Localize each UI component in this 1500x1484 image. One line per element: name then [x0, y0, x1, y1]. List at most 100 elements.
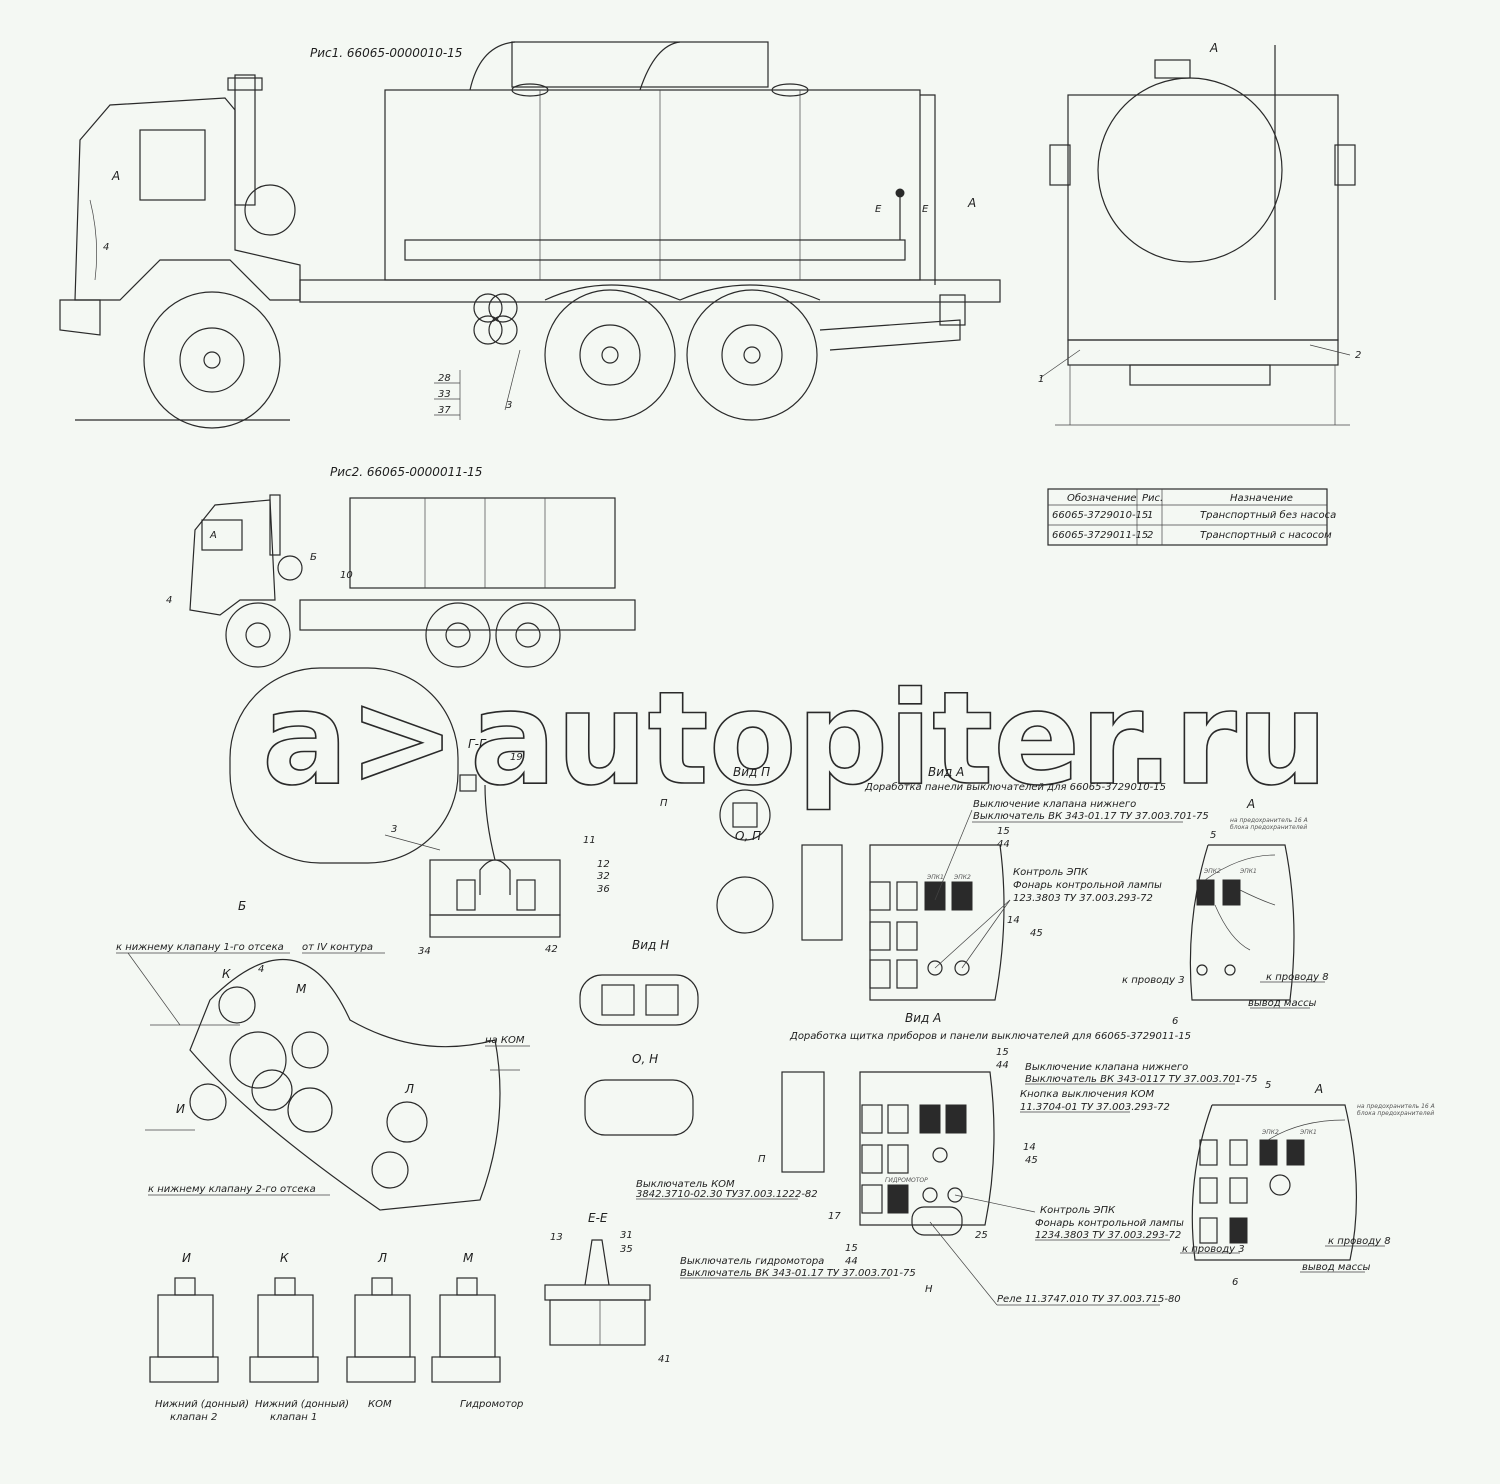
valve-caption: клапан 2: [170, 1412, 217, 1423]
fig2-cab-a: А: [209, 530, 217, 541]
epk-control-label: Контроль ЭПК: [1040, 1205, 1116, 1216]
front-view-title: А: [1209, 41, 1218, 55]
ground-label: вывод массы: [1302, 1262, 1371, 1273]
callout-5: 5: [1265, 1080, 1271, 1091]
view-a2-subtitle: Доработка щитка приборов и панели выключ…: [789, 1030, 1191, 1042]
to-wire-8-label: к проводу 8: [1328, 1236, 1391, 1247]
callout-45: 45: [1030, 928, 1043, 939]
to-wire-8-label: к проводу 8: [1266, 972, 1329, 983]
valve-k: К Нижний (донный) клапан 1: [249, 1251, 349, 1423]
table-cell: 66065-3729010-15: [1052, 510, 1148, 521]
callout-32: 32: [597, 871, 610, 882]
fig2-callout-10: 10: [340, 570, 353, 581]
truck-side-view-fig1: [59, 41, 1001, 429]
callout-12: 12: [597, 859, 610, 870]
switch-spec: Выключатель ВК 343-0117 ТУ 37.003.701-75: [1025, 1074, 1258, 1085]
callout-6: 6: [1232, 1277, 1238, 1288]
hydromotor-label: ГИДРОМОТОР: [885, 1177, 928, 1184]
wiring-a2: А на предохранитель 16 А блока предохран…: [1180, 1080, 1435, 1288]
valve-off-label: Выключение клапана нижнего: [973, 799, 1136, 810]
table-header: Обозначение: [1067, 492, 1136, 504]
epk2-label: ЭПК2: [1203, 868, 1221, 875]
view-a2-title: Вид А: [905, 1011, 941, 1025]
valve-caption: Нижний (донный): [255, 1399, 349, 1410]
callout-14: 14: [1007, 915, 1020, 926]
ground-label: вывод массы: [1248, 998, 1317, 1009]
callout-14: 14: [1023, 1142, 1036, 1153]
callout-5: 5: [1210, 830, 1216, 841]
to-valve-1-label: к нижнему клапану 1-го отсека: [116, 942, 284, 953]
fig1-labels: Рис1. 66065-0000010-15 А Е Е А 4 28 33 3…: [103, 46, 976, 416]
hydro-switch-label: Выключатель гидромотора: [680, 1256, 824, 1267]
callout-41: 41: [658, 1354, 671, 1365]
valve-l: Л КОМ: [346, 1251, 416, 1410]
section-title: Е-Е: [588, 1211, 608, 1225]
fuse-note: на предохранитель 16 А: [1357, 1103, 1435, 1110]
epk-control-label: Контроль ЭПК: [1013, 867, 1089, 878]
from-circuit-label: от IV контура: [302, 942, 373, 953]
lamp-code: 123.3803 ТУ 37.003.293-72: [1013, 893, 1153, 904]
switch-spec: Выключатель ВК 343-01.17 ТУ 37.003.701-7…: [973, 811, 1209, 822]
table-cell: Транспортный без насоса: [1200, 509, 1336, 521]
fig1-title: Рис1. 66065-0000010-15: [310, 46, 462, 60]
lamp-label: Фонарь контрольной лампы: [1035, 1218, 1184, 1229]
section-e-right: Е: [922, 204, 929, 215]
valve-caption: КОМ: [368, 1399, 392, 1410]
callout-4: 4: [103, 242, 109, 253]
callout-15: 15: [997, 826, 1010, 837]
k-label: К: [222, 967, 231, 981]
view-a1-panel: Вид А Доработка панели выключателей для …: [801, 765, 1209, 1001]
view-p-arrow: П: [660, 798, 668, 809]
hydro-switch-code: Выключатель ВК 343-01.17 ТУ 37.003.701-7…: [680, 1268, 916, 1279]
callout-6: 6: [1172, 1016, 1178, 1027]
valve-i: И Нижний (донный) клапан 2: [149, 1251, 249, 1423]
epk2-label: ЭПК2: [953, 874, 971, 881]
callout-37: 37: [438, 405, 451, 416]
view-a-arrow-label: А: [967, 196, 976, 210]
valve-off-label: Выключение клапана нижнего: [1025, 1062, 1188, 1073]
table-header: Рис.: [1142, 493, 1163, 504]
m-label: М: [296, 982, 307, 996]
callout-44: 44: [845, 1256, 858, 1267]
callout-4: 4: [258, 964, 264, 975]
l-label: Л: [404, 1082, 414, 1096]
fuse-note: на предохранитель 16 А: [1230, 817, 1308, 824]
section-e-left: Е: [875, 204, 882, 215]
callout-33: 33: [438, 389, 451, 400]
callout-15: 15: [996, 1047, 1009, 1058]
table-header: Назначение: [1230, 493, 1293, 504]
fuse-note: блока предохранителей: [1357, 1110, 1434, 1117]
callout-2: 2: [1355, 350, 1361, 361]
to-wire-3-label: к проводу 3: [1182, 1244, 1245, 1255]
n-label: Н: [925, 1284, 933, 1295]
lamp-label: Фонарь контрольной лампы: [1013, 880, 1162, 891]
callout-35: 35: [620, 1244, 633, 1255]
fig2-view-b: Б: [310, 552, 317, 563]
to-valve-2-label: к нижнему клапану 2-го отсека: [148, 1184, 316, 1195]
table-cell: 1: [1147, 510, 1153, 521]
view-a1-title: Вид А: [928, 765, 964, 779]
epk1-label: ЭПК1: [926, 874, 944, 881]
callout-36: 36: [597, 884, 610, 895]
epk1-label: ЭПК1: [1299, 1129, 1317, 1136]
callout-45: 45: [1025, 1155, 1038, 1166]
view-n: Вид Н О, Н: [579, 938, 699, 1136]
watermark: a> autopiter.ru: [229, 664, 1329, 864]
callout-17: 17: [828, 1211, 841, 1222]
section-e-e: Е-Е 13 31 35 41: [544, 1211, 671, 1365]
lamp-code: 1234.3803 ТУ 37.003.293-72: [1035, 1230, 1181, 1241]
valve-views: И Нижний (донный) клапан 2 К Нижний (дон…: [149, 1251, 523, 1423]
kom-button-code: 11.3704-01 ТУ 37.003.293-72: [1020, 1102, 1170, 1113]
epk1-label: ЭПК1: [1239, 868, 1257, 875]
valve-caption: клапан 1: [270, 1412, 317, 1423]
table-cell: 66065-3729011-15: [1052, 530, 1148, 541]
wiring-a2-title: А: [1314, 1082, 1323, 1096]
callout-42: 42: [545, 944, 558, 955]
section-title: Г-Г: [468, 737, 487, 751]
variant-table: Обозначение Рис. Назначение 66065-372901…: [1047, 488, 1336, 546]
truck-front-view: А 1 2: [1038, 41, 1361, 426]
callout-13: 13: [550, 1232, 563, 1243]
view-a2-panel: Вид А Доработка щитка приборов и панели …: [636, 1011, 1258, 1306]
table-cell: 2: [1147, 530, 1153, 541]
